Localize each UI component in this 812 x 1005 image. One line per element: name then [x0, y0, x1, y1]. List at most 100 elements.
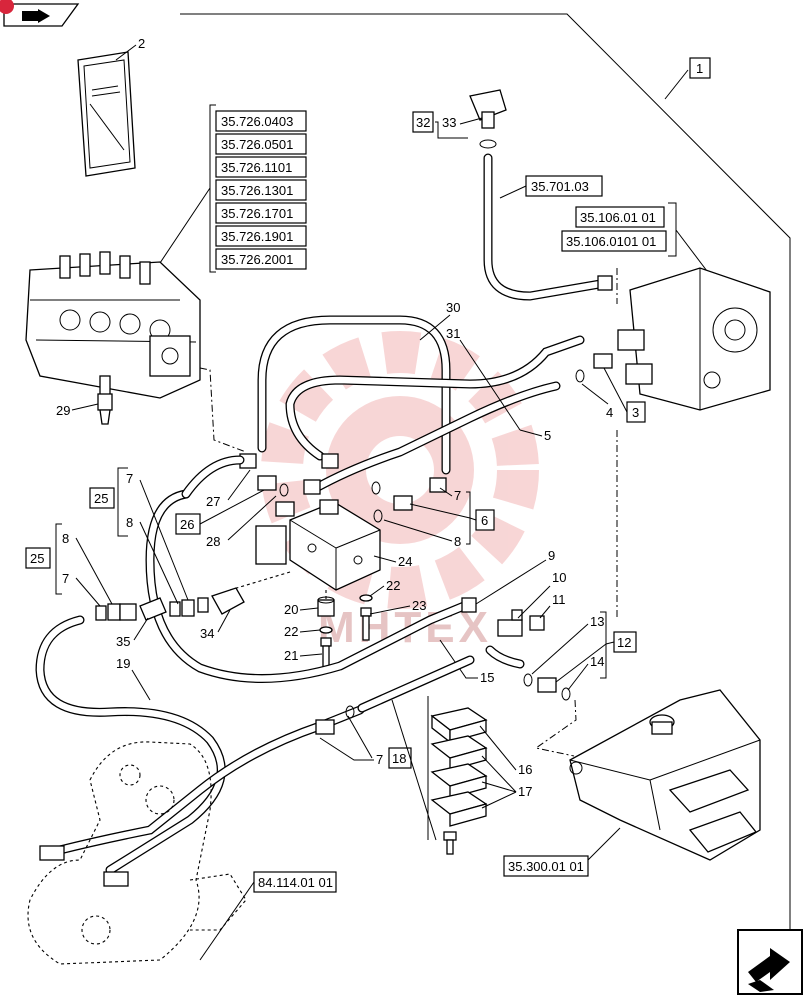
callout-7-low: 7 [376, 752, 383, 767]
callout-33: 33 [442, 115, 456, 130]
callout-7-top: 7 [454, 488, 461, 503]
callout-15: 15 [480, 670, 494, 685]
callout-17: 17 [518, 784, 532, 799]
svg-text:35.300.01 01: 35.300.01 01 [508, 859, 584, 874]
o-ring-4 [575, 369, 585, 383]
ref-35-726-1701[interactable]: 35.726.1701 [221, 206, 293, 221]
svg-text:18: 18 [392, 751, 406, 766]
callout-5: 5 [544, 428, 551, 443]
o-ring-mid-b [197, 597, 209, 613]
washer-22-right [359, 594, 373, 602]
callout-9: 9 [548, 548, 555, 563]
ref-35-726-0403[interactable]: 35.726.0403 [221, 114, 293, 129]
hose-tank-return [485, 645, 525, 669]
callout-10: 10 [552, 570, 566, 585]
ref-box-35-300-01-01[interactable]: 35.300.01 01 [503, 855, 589, 877]
hose-35701 [483, 153, 613, 301]
ref-box-84-114-01-01[interactable]: 84.114.01 01 [253, 871, 337, 893]
callout-34: 34 [200, 626, 214, 641]
callout-29: 29 [56, 403, 70, 418]
clamp-17-c [430, 791, 488, 827]
callout-4: 4 [606, 405, 613, 420]
clamp-17-a [430, 735, 488, 771]
fitting-hose-5-end [303, 479, 321, 495]
fitting-12 [537, 677, 557, 693]
callout-13: 13 [590, 614, 604, 629]
callout-24: 24 [398, 554, 412, 569]
ref-35-726-0501[interactable]: 35.726.0501 [221, 137, 293, 152]
washer-22-left [319, 626, 333, 634]
fitting-6-a [429, 477, 447, 493]
callout-30: 30 [446, 300, 460, 315]
svg-text:35.701.03: 35.701.03 [531, 179, 589, 194]
o-ring-28 [279, 483, 289, 497]
o-ring-14 [561, 687, 571, 701]
callout-19: 19 [116, 656, 130, 671]
ref-box-3[interactable]: 3 [626, 401, 646, 423]
svg-text:32: 32 [416, 115, 430, 130]
ref-box-pump-a[interactable]: 35.106.01 01 [575, 206, 665, 228]
hydraulic-tank [569, 689, 761, 861]
callout-31: 31 [446, 326, 460, 341]
callout-8-right: 8 [454, 534, 461, 549]
svg-text:12: 12 [617, 635, 631, 650]
callout-21: 21 [284, 648, 298, 663]
fitting-33 [469, 89, 507, 149]
fitting-3 [593, 353, 613, 369]
elbow-34 [211, 587, 245, 615]
svg-text:25: 25 [94, 491, 108, 506]
ref-box-26[interactable]: 26 [175, 513, 201, 535]
svg-text:35.106.0101 01: 35.106.0101 01 [566, 234, 656, 249]
ref-box-18[interactable]: 18 [388, 747, 412, 769]
fitting-10 [497, 609, 523, 637]
ref-box-1[interactable]: 1 [689, 57, 711, 79]
ref-35-726-1301[interactable]: 35.726.1301 [221, 183, 293, 198]
fitting-boom-b [103, 871, 129, 887]
ref-box-25-top[interactable]: 25 [89, 487, 115, 509]
fitting-29 [97, 393, 113, 425]
svg-text:6: 6 [481, 513, 488, 528]
callout-8-a: 8 [126, 515, 133, 530]
fitting-35 [139, 597, 167, 621]
callout-2: 2 [138, 36, 145, 51]
next-page-arrow-icon[interactable] [737, 929, 803, 995]
fitting-hose-30-end [321, 453, 339, 469]
o-ring-7-left [95, 605, 107, 621]
bolt-clamp [443, 831, 457, 855]
callout-8-b: 8 [62, 531, 69, 546]
fitting-boom-a [39, 845, 65, 861]
ref-35-726-1101[interactable]: 35.726.1101 [221, 160, 292, 175]
adapter-left [119, 603, 137, 621]
o-ring-8-a [371, 481, 381, 495]
ref-box-12[interactable]: 12 [613, 631, 637, 653]
o-ring-13 [523, 673, 533, 687]
fitting-26-a [257, 475, 277, 491]
callout-14: 14 [590, 654, 604, 669]
o-ring-8-b [373, 509, 383, 523]
ref-box-32[interactable]: 32 [412, 111, 434, 133]
spacer-20 [317, 596, 335, 617]
callout-27: 27 [206, 494, 220, 509]
folder-arrow-icon[interactable] [0, 0, 80, 27]
hose-15 [145, 455, 469, 684]
fitting-18 [315, 719, 335, 735]
svg-text:84.114.01 01: 84.114.01 01 [258, 875, 333, 890]
callout-7-b: 7 [62, 571, 69, 586]
svg-text:3: 3 [632, 405, 639, 420]
ref-box-pump-b[interactable]: 35.106.0101 01 [561, 230, 667, 252]
svg-text:25: 25 [30, 551, 44, 566]
clamp-16 [430, 707, 488, 744]
ref-35-726-1901[interactable]: 35.726.1901 [221, 229, 293, 244]
ref-box-25-left[interactable]: 25 [25, 547, 51, 569]
ref-box-35-701-03[interactable]: 35.701.03 [525, 175, 603, 197]
callout-28: 28 [206, 534, 220, 549]
svg-text:1: 1 [696, 61, 703, 76]
svg-text:26: 26 [180, 517, 194, 532]
ref-box-6[interactable]: 6 [475, 509, 495, 531]
callout-20: 20 [284, 602, 298, 617]
hose-18 [55, 705, 365, 855]
boom-outline [27, 741, 247, 965]
ref-35-726-2001[interactable]: 35.726.2001 [221, 252, 293, 267]
